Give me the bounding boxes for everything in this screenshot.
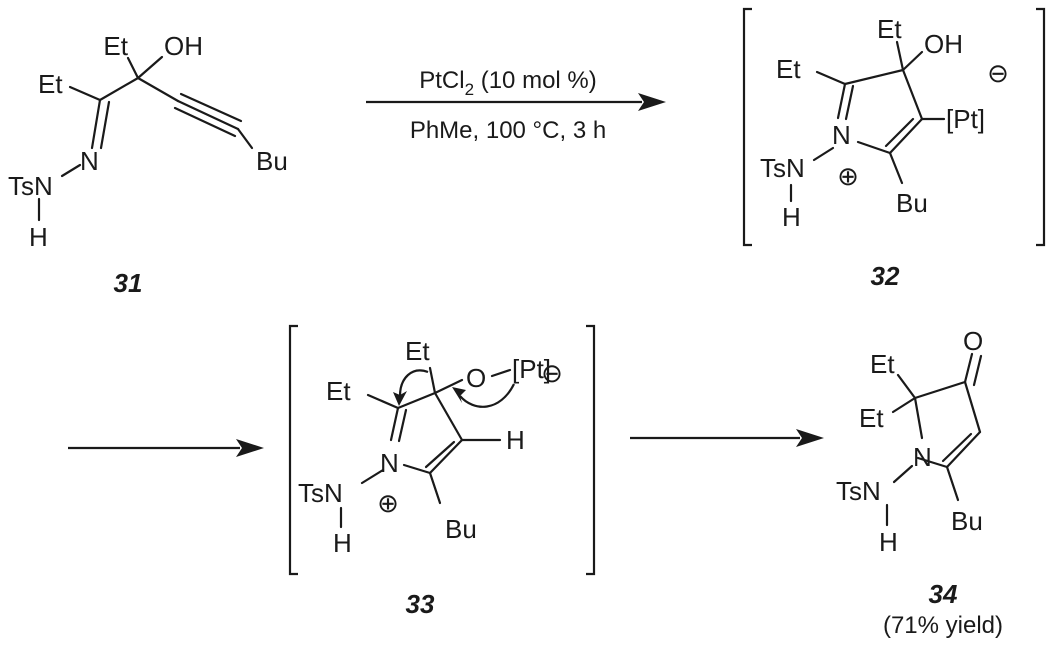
atom-h: H [333, 528, 352, 558]
yield-label: (71% yield) [883, 612, 1003, 639]
atom-tsn: TsN [836, 476, 881, 506]
atom-n: N [913, 442, 932, 472]
atom-oh: OH [924, 29, 963, 59]
atom-h: H [879, 527, 898, 557]
compound-31: Et Et OH N TsN H Bu 31 [8, 31, 288, 298]
atom-oh: OH [164, 31, 203, 61]
atom-et: Et [870, 349, 895, 379]
compound-number: 32 [871, 261, 900, 291]
reaction-arrow-3 [630, 429, 824, 447]
atom-bu: Bu [445, 514, 477, 544]
atom-h: H [782, 202, 801, 232]
atom-tsn: TsN [760, 153, 805, 183]
atom-et: Et [405, 336, 430, 366]
atom-bu: Bu [256, 146, 288, 176]
compound-number: 31 [114, 268, 143, 298]
compound-34: O Et Et N TsN H Bu 34 (71% yield) [836, 326, 1003, 639]
atom-et: Et [877, 14, 902, 44]
conditions-label: PhMe, 100 °C, 3 h [410, 117, 606, 144]
atom-et: Et [859, 403, 884, 433]
atom-pt: [Pt] [512, 354, 551, 384]
atom-h: H [29, 222, 48, 252]
atom-bu: Bu [896, 188, 928, 218]
atom-bu: Bu [951, 506, 983, 536]
atom-n: N [380, 448, 399, 478]
atom-tsn: TsN [8, 171, 53, 201]
atom-et: Et [326, 376, 351, 406]
atom-n: N [80, 146, 99, 176]
atom-et: Et [103, 31, 128, 61]
reagent-label: PtCl2 (10 mol %) [419, 67, 597, 99]
charge-minus: ⊖ [987, 58, 1009, 88]
reaction-arrow-1: PtCl2 (10 mol %) PhMe, 100 °C, 3 h [366, 67, 666, 144]
atom-o: O [963, 326, 983, 356]
compound-number: 34 [929, 579, 958, 609]
charge-plus: ⊕ [837, 161, 859, 191]
atom-tsn: TsN [298, 478, 343, 508]
reaction-arrow-2 [68, 439, 264, 457]
atom-pt: [Pt] [946, 104, 985, 134]
charge-plus: ⊕ [377, 488, 399, 518]
atom-n: N [832, 120, 851, 150]
charge-minus: ⊖ [541, 358, 563, 388]
compound-number: 33 [406, 589, 435, 619]
compound-32: Et Et OH ⊖ [Pt] N TsN ⊕ H Bu 32 [742, 7, 1046, 291]
compound-33: Et Et O ⊖ [Pt] H N TsN ⊕ H Bu 33 [288, 324, 596, 619]
atom-et: Et [38, 69, 63, 99]
atom-o: O [466, 363, 486, 393]
atom-et: Et [776, 54, 801, 84]
atom-h: H [506, 425, 525, 455]
